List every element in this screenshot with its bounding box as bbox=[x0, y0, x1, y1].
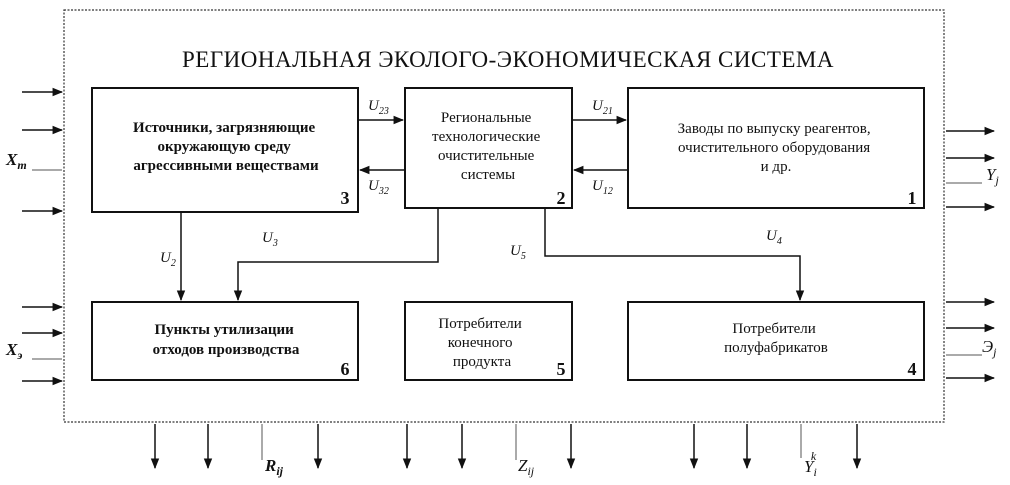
block-4-text: Потребители полуфабрикатов bbox=[724, 321, 828, 356]
label-xe: Xэ bbox=[5, 340, 22, 362]
block-3-text: Источники, загрязняющие окружающую среду… bbox=[133, 120, 319, 174]
block-6-number: 6 bbox=[341, 359, 350, 379]
diagram-title: РЕГИОНАЛЬНАЯ ЭКОЛОГО-ЭКОНОМИЧЕСКАЯ СИСТЕ… bbox=[182, 47, 834, 72]
block-3-sources bbox=[91, 87, 359, 213]
label-yj: Yj bbox=[986, 165, 999, 187]
block-5-number: 5 bbox=[557, 359, 566, 379]
label-u32: U32 bbox=[368, 178, 389, 197]
label-u12: U12 bbox=[592, 178, 613, 197]
block-1-text: Заводы по выпуску реагентов, очистительн… bbox=[678, 121, 875, 175]
block-5-text: Потребители конечного продукта bbox=[438, 316, 525, 370]
label-yik: Yik bbox=[804, 449, 817, 479]
label-xt: Xт bbox=[5, 150, 27, 172]
block-2-cleaning-systems bbox=[404, 87, 573, 209]
block-3-number: 3 bbox=[341, 188, 350, 208]
label-u3: U3 bbox=[262, 230, 278, 249]
system-boundary bbox=[63, 9, 945, 423]
block-1-number: 1 bbox=[908, 188, 917, 208]
label-u4: U4 bbox=[766, 228, 782, 247]
block-4-consumers-semi bbox=[627, 301, 925, 381]
block-6-text: Пункты утилизации отходов производства bbox=[153, 322, 300, 358]
block-1-plants bbox=[627, 87, 925, 209]
label-ej: Эj bbox=[982, 337, 997, 359]
block-2-text: Региональные технологические очистительн… bbox=[432, 110, 544, 183]
label-u21: U21 bbox=[592, 98, 613, 117]
label-u23: U23 bbox=[368, 98, 389, 117]
label-u5: U5 bbox=[510, 243, 526, 262]
block-4-number: 4 bbox=[908, 359, 917, 379]
arrow-2-to-4 bbox=[544, 208, 805, 302]
block-5-consumers-final bbox=[404, 301, 573, 381]
label-zij: Zij bbox=[518, 456, 535, 478]
block-6-utilization bbox=[91, 301, 359, 381]
label-rij: Rij bbox=[264, 456, 284, 478]
arrow-2-to-6 bbox=[233, 208, 439, 302]
block-2-number: 2 bbox=[557, 188, 566, 208]
label-u2: U2 bbox=[160, 250, 176, 269]
